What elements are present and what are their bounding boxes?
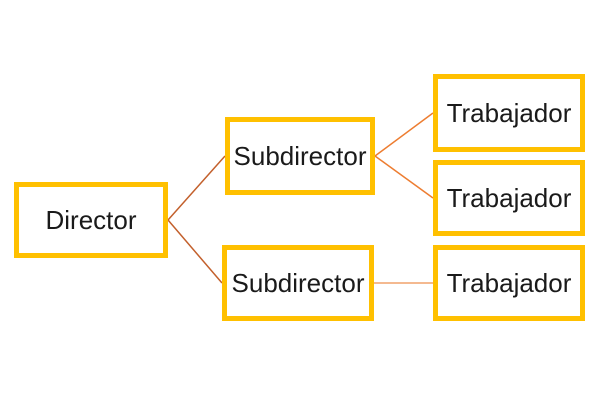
node-trabajador-2[interactable]: Trabajador — [433, 160, 585, 236]
node-subdirector-2-label: Subdirector — [231, 268, 365, 298]
connector-director-subdirector-2 — [167, 219, 223, 284]
connector-subdirector-1-trabajador-1 — [374, 112, 434, 157]
node-trabajador-1[interactable]: Trabajador — [433, 74, 585, 152]
node-subdirector-1-label: Subdirector — [233, 141, 367, 171]
node-trabajador-2-label: Trabajador — [446, 183, 572, 213]
node-trabajador-3-label: Trabajador — [446, 268, 572, 298]
node-trabajador-1-label: Trabajador — [446, 98, 572, 128]
node-subdirector-1[interactable]: Subdirector — [225, 117, 375, 195]
connector-director-subdirector-1 — [167, 155, 226, 221]
node-subdirector-2[interactable]: Subdirector — [222, 245, 374, 321]
node-director-label: Director — [45, 205, 137, 235]
node-trabajador-3[interactable]: Trabajador — [433, 245, 585, 321]
connector-subdirector-1-trabajador-2 — [374, 155, 434, 199]
node-director[interactable]: Director — [14, 182, 168, 258]
